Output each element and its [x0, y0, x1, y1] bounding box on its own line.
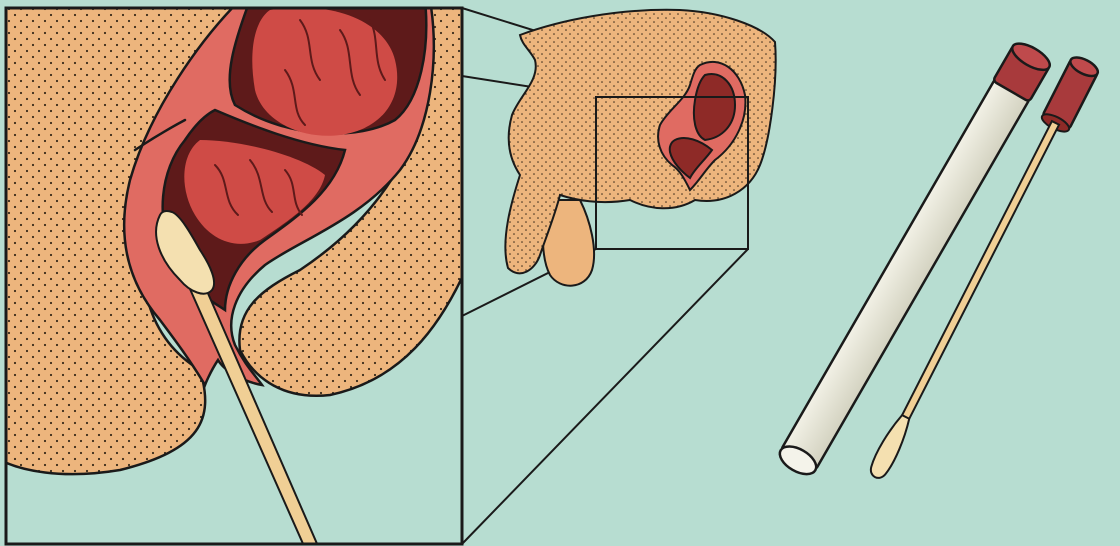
magnified-inset [0, 0, 470, 546]
specimen-transport-tube-icon [774, 38, 1053, 480]
overview-body [505, 10, 775, 274]
swab-tip [867, 413, 914, 482]
overview-illustration [505, 10, 775, 286]
